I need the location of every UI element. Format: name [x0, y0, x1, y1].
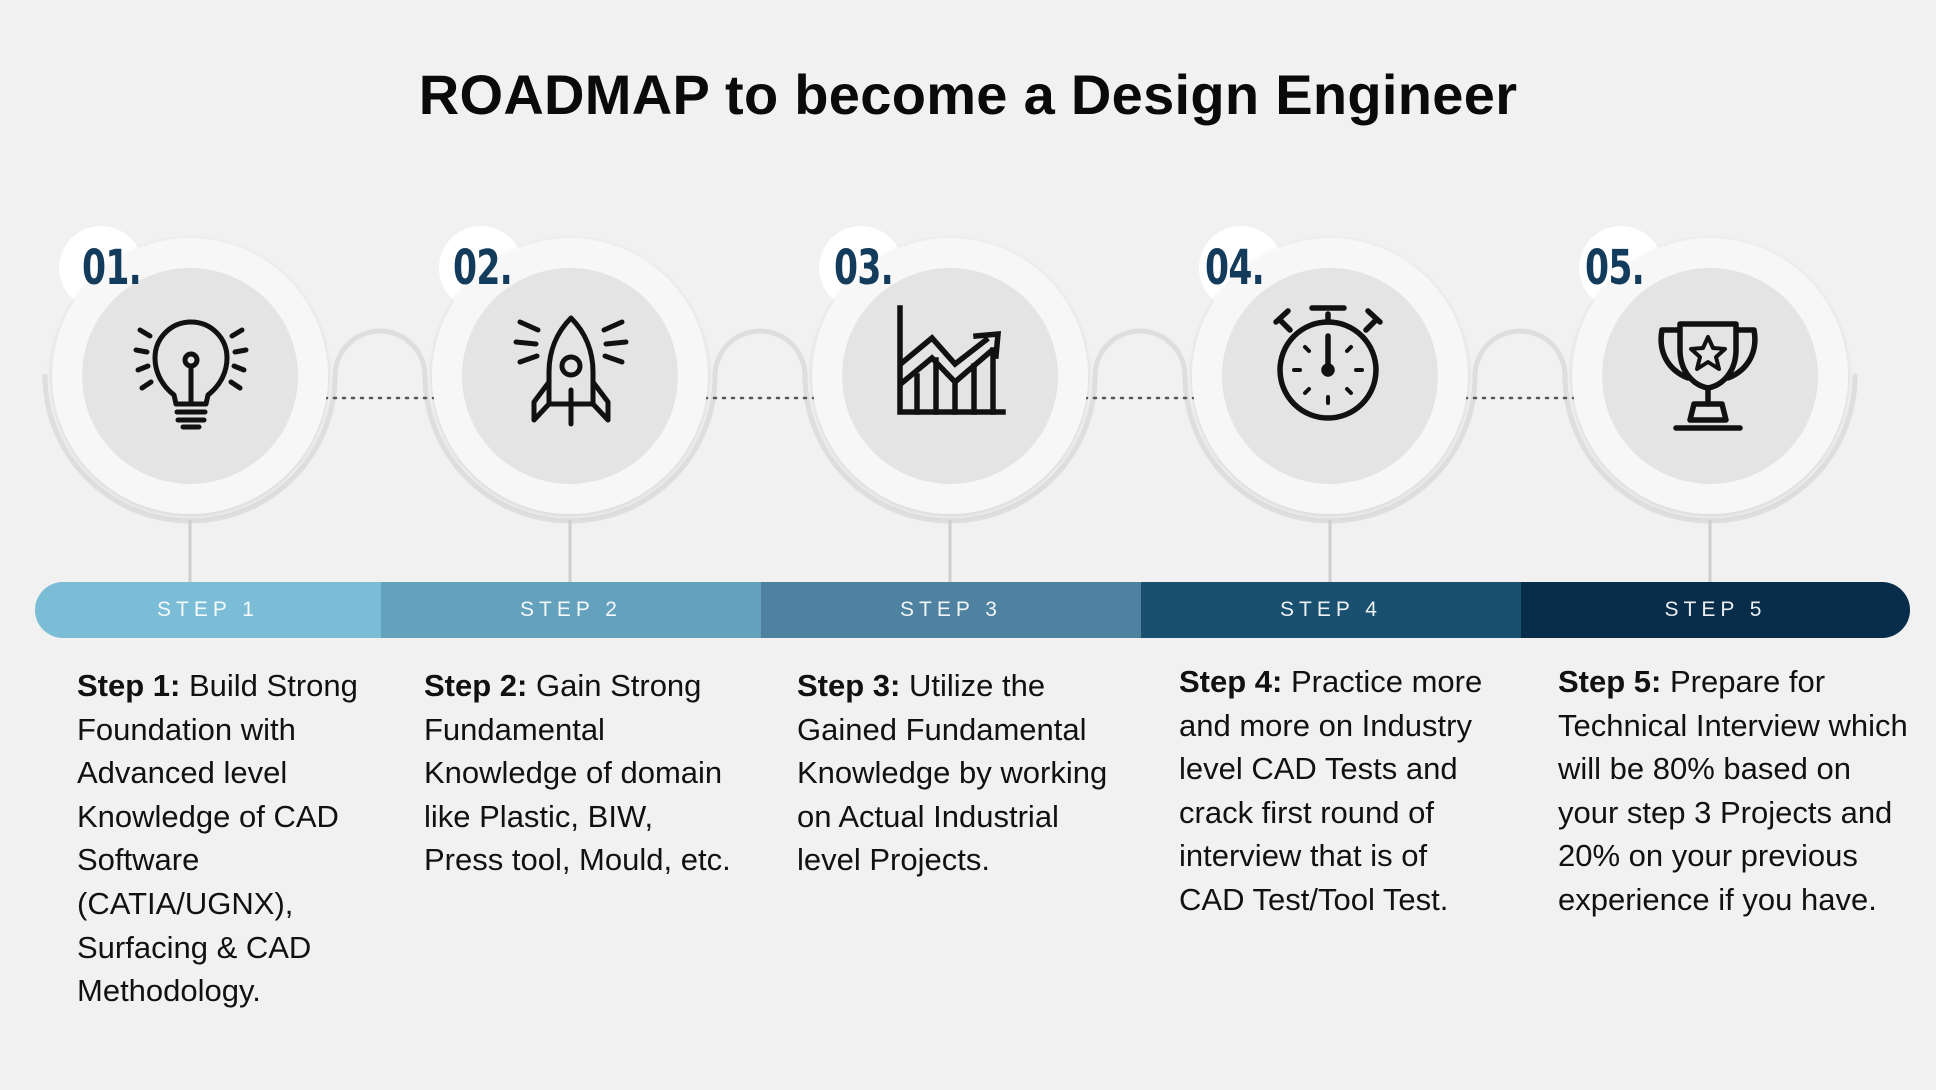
stopwatch-icon: [1273, 305, 1383, 421]
connector-arc: [1472, 328, 1568, 379]
step-text: Prepare for Technical Interview which wi…: [1558, 664, 1908, 917]
step-bar-segment-3: STEP 3: [761, 582, 1141, 638]
step-heading: Step 2:: [424, 668, 528, 703]
step-description-4: Step 4: Practice more and more on Indust…: [1179, 660, 1489, 922]
step-bar-segment-4: STEP 4: [1141, 582, 1521, 638]
step-number-1: 01.: [82, 240, 142, 296]
step-inner-circle: [1602, 268, 1818, 484]
step-text: Build Strong Foundation with Advanced le…: [77, 668, 358, 1009]
step-number-5: 05.: [1585, 240, 1645, 296]
step-description-5: Step 5: Prepare for Technical Interview …: [1558, 660, 1918, 922]
growth-chart-icon: [897, 305, 1006, 415]
step-text: Utilize the Gained Fundamental Knowledge…: [797, 668, 1108, 878]
step-heading: Step 5:: [1558, 664, 1662, 699]
step-heading: Step 4:: [1179, 664, 1283, 699]
connector-arc: [1092, 328, 1188, 379]
step-bar-label: STEP 3: [900, 598, 1002, 621]
step-bar-label: STEP 4: [1280, 598, 1382, 621]
step-progress-bar: STEP 1 STEP 2 STEP 3 STEP 4 STEP 5: [35, 582, 1910, 638]
step-bar-label: STEP 2: [520, 598, 622, 621]
step-description-2: Step 2: Gain Strong Fundamental Knowledg…: [424, 664, 732, 882]
step-bar-label: STEP 5: [1664, 598, 1767, 621]
step-heading: Step 1:: [77, 668, 181, 703]
rocket-icon: [513, 315, 629, 427]
connector-arc: [332, 328, 428, 379]
step-bar-segment-2: STEP 2: [381, 582, 761, 638]
step-text: Practice more and more on Industry level…: [1179, 664, 1483, 917]
step-number-3: 03.: [834, 240, 894, 296]
step-bar-segment-5: STEP 5: [1521, 582, 1910, 638]
connector-arc: [712, 328, 808, 379]
step-heading: Step 3:: [797, 668, 901, 703]
page-title: ROADMAP to become a Design Engineer: [418, 63, 1518, 126]
step-bar-segment-1: STEP 1: [35, 582, 381, 638]
step-description-1: Step 1: Build Strong Foundation with Adv…: [77, 664, 367, 1013]
trophy-icon: [1658, 321, 1758, 431]
step-description-3: Step 3: Utilize the Gained Fundamental K…: [797, 664, 1117, 882]
step-text: Gain Strong Fundamental Knowledge of dom…: [424, 668, 731, 878]
lightbulb-icon: [133, 319, 249, 430]
step-number-2: 02.: [453, 240, 513, 296]
step-number-4: 04.: [1205, 240, 1265, 296]
step-bar-label: STEP 1: [157, 598, 259, 621]
